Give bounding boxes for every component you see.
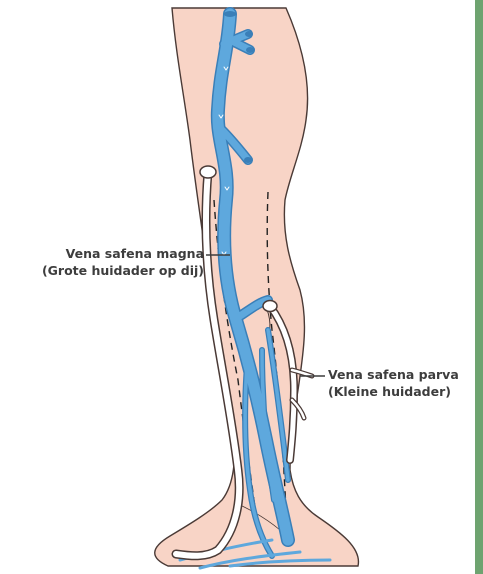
label-parva-name: Vena safena parva [328, 366, 459, 383]
label-vena-safena-parva: Vena safena parva (Kleine huidader) [328, 366, 459, 400]
label-vena-safena-magna: Vena safena magna (Grote huidader op dij… [4, 245, 204, 279]
leg-outline [155, 8, 359, 566]
label-magna-name: Vena safena magna [4, 245, 204, 262]
side-accent-bar [475, 0, 483, 574]
label-parva-description: (Kleine huidader) [328, 383, 459, 400]
label-magna-description: (Grote huidader op dij) [4, 262, 204, 279]
